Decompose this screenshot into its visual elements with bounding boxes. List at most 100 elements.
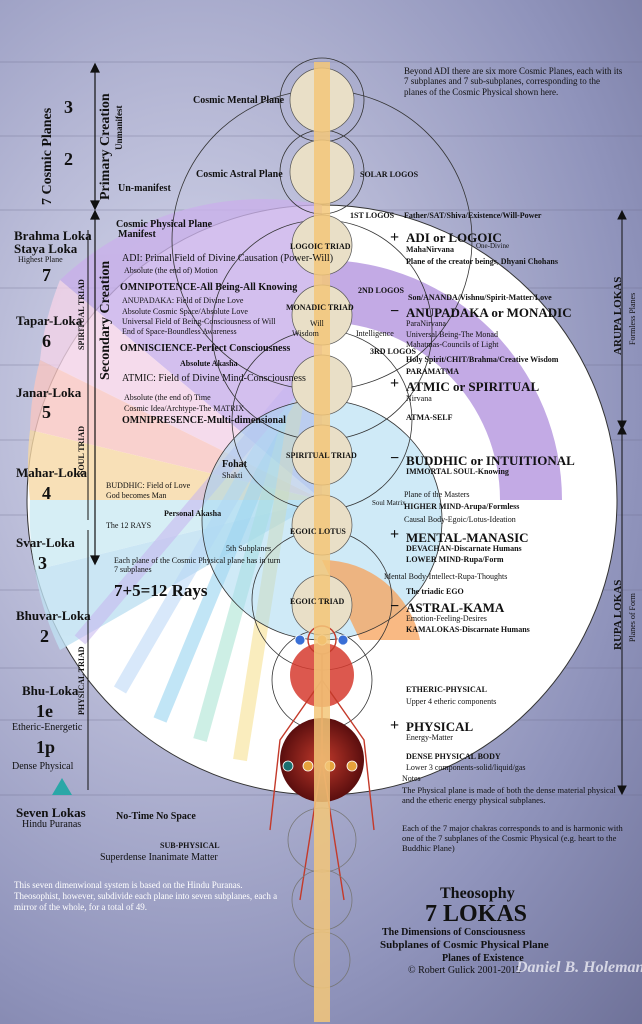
footer-theosophy: Theosophy xyxy=(440,885,515,902)
no-time-label: No-Time No Space xyxy=(116,811,196,822)
energy-matter-label: Energy-Matter xyxy=(406,733,453,742)
adi-label: ADI: Primal Field of Divine Causation (P… xyxy=(122,253,334,264)
loka-7-sub: Highest Plane xyxy=(18,255,63,264)
loka-1p-number: 1p xyxy=(36,737,56,757)
physical-plus-sign: + xyxy=(390,717,400,734)
loka-4-number: 4 xyxy=(42,483,51,503)
kamalokas-label: KAMALOKAS-Discarnate Humans xyxy=(406,625,530,634)
footer-watermark: Daniel B. Holeman xyxy=(516,959,642,976)
cosmic-idea-label: Cosmic Idea/Archtype-The MATRIX xyxy=(124,404,244,413)
one-divine-label: One-Divine xyxy=(476,242,510,250)
fifth-subplanes-label: 5th Subplanes xyxy=(226,544,272,553)
footer-copyright: © Robert Gulick 2001-2015 xyxy=(408,965,521,976)
twelve-rays-label: The 12 RAYS xyxy=(106,521,152,530)
mahatmas-label: Mahatmas-Councils of Light xyxy=(406,340,499,349)
atmic-field-label: ATMIC: Field of Divine Mind-Consciousnes… xyxy=(122,373,306,384)
triadic-ego-label: The triadic EGO xyxy=(406,587,464,596)
mental-body-label: Mental Body-Intellect-Rupa-Thoughts xyxy=(384,572,508,581)
bottom-note: This seven dimenwional system is based o… xyxy=(14,880,278,912)
loka-7-number: 7 xyxy=(42,265,51,285)
notes-heading: Notes xyxy=(402,774,421,783)
cosmic-mental-plane-label: Cosmic Mental Plane xyxy=(193,95,285,106)
loka-4-name: Mahar-Loka xyxy=(16,465,88,480)
loka-3-name: Svar-Loka xyxy=(16,535,75,550)
paranirvana-label: ParaNirvana xyxy=(406,319,446,328)
loka-5-number: 5 xyxy=(42,402,51,422)
footer-subplanes: Subplanes of Cosmic Physical Plane xyxy=(380,939,549,951)
atmic-plus-sign: + xyxy=(390,375,400,392)
loka-6-number: 6 xyxy=(42,331,51,351)
lower-mind-label: LOWER MIND-Rupa/Form xyxy=(406,555,504,564)
masters-label: Plane of the Masters xyxy=(404,490,470,499)
cosmic-astral-plane-label: Cosmic Astral Plane xyxy=(196,169,283,180)
sub-physical-title: SUB-PHYSICAL xyxy=(160,841,220,850)
manifest-label: Manifest xyxy=(118,229,156,240)
soul-matrix-label: Soul Matrix xyxy=(372,499,406,507)
cosmic-number-2: 2 xyxy=(64,149,73,169)
mahanirvana-label: MahaNirvana xyxy=(406,245,454,254)
immortal-soul-label: IMMORTAL SOUL-Knowing xyxy=(406,467,509,476)
secondary-creation-label: Secondary Creation xyxy=(98,260,113,380)
adi-plus-sign: + xyxy=(390,229,400,246)
father-label: Father/SAT/Shiva/Existence/Will-Power xyxy=(404,211,542,220)
fohat-label: Fohat xyxy=(222,459,247,470)
absolute-motion-label: Absolute (the end of) Motion xyxy=(124,266,218,275)
loka-7-name: Brahma Loka xyxy=(14,228,92,243)
seven-lokas-title: Seven Lokas xyxy=(16,805,86,820)
loka-1-name: Bhu-Loka xyxy=(22,683,79,698)
logoic-triad-label: LOGOIC TRIAD xyxy=(290,242,351,251)
cosmic-planes-label: 7 Cosmic Planes xyxy=(40,107,55,205)
holy-spirit-label: Holy Spirit/CHIT/Brahma/Creative Wisdom xyxy=(406,355,559,364)
buddhic-field-label: BUDDHIC: Field of Love xyxy=(106,481,191,490)
loka-brackets xyxy=(617,209,627,796)
omnipotence-label: OMNIPOTENCE-All Being-All Knowing xyxy=(120,282,298,293)
loka-1e-number: 1e xyxy=(36,701,53,721)
cosmic-physical-plane-label: Cosmic Physical Plane xyxy=(116,219,213,230)
top-note: Beyond ADI there are six more Cosmic Pla… xyxy=(404,66,623,97)
monadic-minus-sign: − xyxy=(390,303,400,320)
end-space-label: End of Space-Boundless Awareness xyxy=(122,327,237,336)
omnipresence-label: OMNIPRESENCE-Multi-dimensional xyxy=(122,415,286,426)
monadic-triad-label: MONADIC TRIAD xyxy=(286,303,354,312)
seven-lokas-triangle xyxy=(52,778,72,795)
footer-planes: Planes of Existence xyxy=(442,953,524,964)
adi-logoic-label: ADI or LOGOIC xyxy=(406,230,502,245)
astral-arc xyxy=(322,560,420,640)
universal-field-label: Universal Field of Being-Consciousness o… xyxy=(122,317,276,326)
loka-6-name: Tapar-Loka xyxy=(16,313,83,328)
wisdom-label: Wisdom xyxy=(292,329,319,338)
second-logos-label: 2ND LOGOS xyxy=(358,286,405,295)
buddhic-minus-sign: − xyxy=(390,450,400,467)
shakti-label: Shakti xyxy=(222,471,243,480)
intelligence-label: Intelligence xyxy=(356,329,394,338)
each-plane-note: Each plane of the Cosmic Physical plane … xyxy=(114,556,281,575)
astral-kama-label: ASTRAL-KAMA xyxy=(406,600,505,615)
universal-being-label: Universal Being-The Monad xyxy=(406,330,498,339)
personal-akasha-label: Personal Akasha xyxy=(164,509,222,518)
dense-physical-body-label: DENSE PHYSICAL BODY xyxy=(406,752,501,761)
mental-manasic-label: MENTAL-MANASIC xyxy=(406,530,529,545)
loka-7-alt: Staya Loka xyxy=(14,241,78,256)
son-label: Son/ANANDA/Vishnu/Spirit-Matter/Love xyxy=(408,293,552,302)
egoic-triad-label: EGOIC TRIAD xyxy=(290,597,345,606)
note-physical: The Physical plane is made of both the d… xyxy=(402,785,616,805)
absolute-space-label: Absolute Cosmic Space/Absolute Love xyxy=(122,307,248,316)
sub-physical-sub: Superdense Inanimate Matter xyxy=(100,852,218,863)
etheric-physical-label: ETHERIC-PHYSICAL xyxy=(406,685,487,694)
cosmic-number-3: 3 xyxy=(64,97,73,117)
footer-dimensions: The Dimensions of Consciousness xyxy=(382,927,526,938)
absolute-time-label: Absolute (the end of) Time xyxy=(124,393,211,402)
astral-minus-sign: − xyxy=(390,598,400,615)
causal-body-label: Causal Body-Egoic/Lotus-Ideation xyxy=(404,515,516,524)
arupa-lokas-label: ARUPA LOKAS xyxy=(612,276,624,355)
buddhic-intuitional-label: BUDDHIC or INTUITIONAL xyxy=(406,453,575,468)
planes-of-form-label: Planes of Form xyxy=(628,593,637,642)
omniscience-label: OMNISCIENCE-Perfect Consciousness xyxy=(120,343,291,354)
atma-self-label: ATMA-SELF xyxy=(406,413,453,422)
loka-5-name: Janar-Loka xyxy=(16,385,82,400)
anupadaka-label: ANUPADAKA: Field of Divine Love xyxy=(122,296,244,305)
absolute-akasha-label: Absolute Akasha xyxy=(180,359,238,368)
upper4-label: Upper 4 etheric components xyxy=(406,697,497,706)
spiritual-triad-label: SPIRITUAL TRIAD xyxy=(286,451,357,460)
